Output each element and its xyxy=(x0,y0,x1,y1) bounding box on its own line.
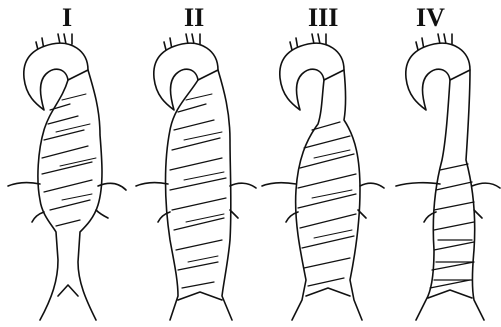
panel-4: IV xyxy=(396,3,500,320)
panel-2-label: II xyxy=(184,3,204,32)
panel-4-aorta xyxy=(396,34,500,320)
panel-1-aorta xyxy=(8,34,126,320)
panel-2-aorta xyxy=(136,34,256,320)
panel-1-label: I xyxy=(62,3,72,32)
panel-4-label: IV xyxy=(416,3,445,32)
panel-2: II xyxy=(136,3,256,320)
panel-3-aorta xyxy=(262,34,384,320)
panel-3-label: III xyxy=(308,3,338,32)
panel-1: I xyxy=(8,3,126,320)
panel-3: III xyxy=(262,3,384,320)
